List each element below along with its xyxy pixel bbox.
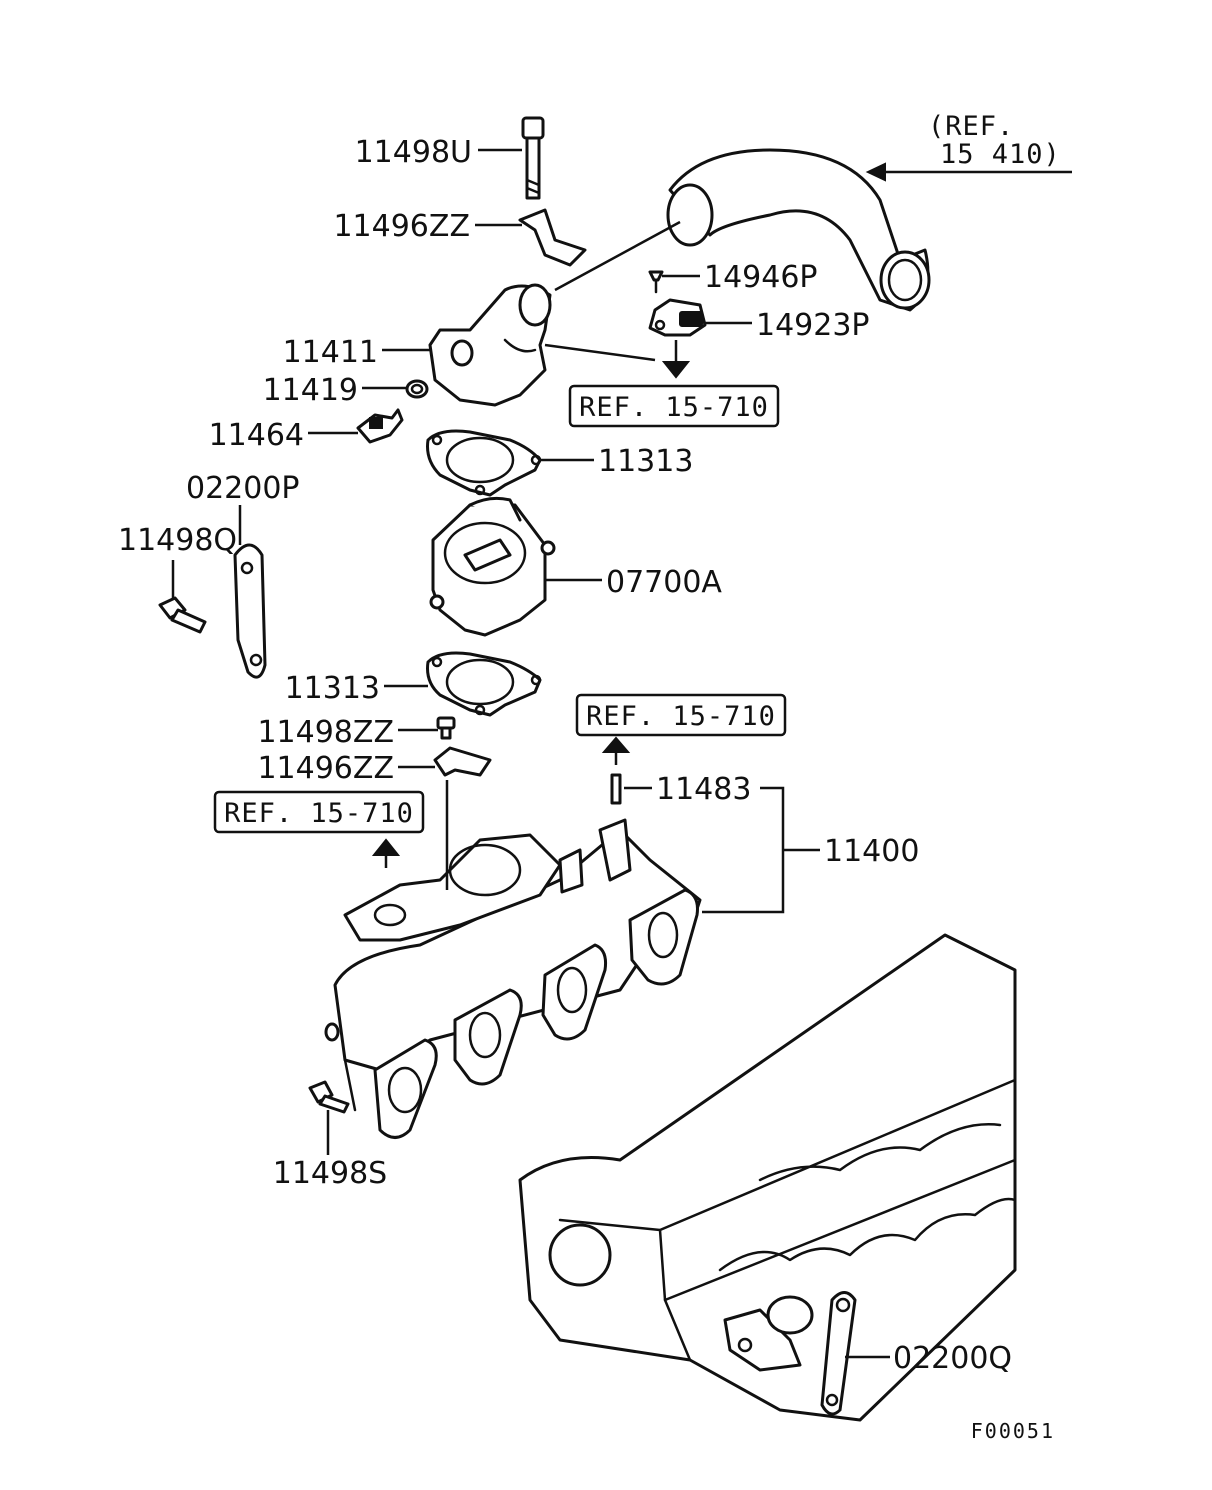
ref-box-right: REF. 15-710 xyxy=(575,693,787,737)
arrow-up-right xyxy=(601,736,631,765)
throttle-body-07700A xyxy=(429,496,556,637)
ref-box-top-text: REF. 15-710 xyxy=(579,392,769,423)
bracket-02200P xyxy=(233,543,267,679)
label-11496ZZ-bottom: 11496ZZ xyxy=(257,751,394,786)
bolt-11498S xyxy=(308,1080,350,1114)
label-07700A: 07700A xyxy=(606,565,722,600)
arrow-up-left xyxy=(371,838,401,868)
o-ring-11419 xyxy=(405,379,429,399)
ref-box-left-text: REF. 15-710 xyxy=(224,798,414,829)
bracket-11496ZZ-bottom xyxy=(433,746,492,777)
bolt-11498U xyxy=(521,116,545,200)
label-11498U: 11498U xyxy=(355,135,472,170)
gasket-11313-top xyxy=(426,429,542,497)
hose-ref-line1: (REF. xyxy=(928,111,1014,142)
label-11483: 11483 xyxy=(656,772,751,807)
label-02200Q: 02200Q xyxy=(893,1341,1012,1376)
gasket-11313-bottom xyxy=(426,651,542,717)
elbow-housing-illustration xyxy=(428,283,656,407)
arrow-down-sensor xyxy=(661,340,691,379)
stud-11483 xyxy=(610,773,622,805)
label-11419: 11419 xyxy=(263,373,358,408)
cylinder-head-illustration xyxy=(518,933,1017,1422)
figure-code: F00051 xyxy=(971,1419,1055,1443)
ref-box-right-text: REF. 15-710 xyxy=(586,701,776,732)
label-11498Q: 11498Q xyxy=(118,523,237,558)
label-11498ZZ: 11498ZZ xyxy=(257,715,394,750)
label-11498S: 11498S xyxy=(273,1156,387,1191)
label-11313-bottom: 11313 xyxy=(285,671,380,706)
label-14923P: 14923P xyxy=(756,308,870,343)
hose-ref-line2: 15 410) xyxy=(940,139,1061,170)
leader-lines xyxy=(171,148,1072,1359)
label-11411: 11411 xyxy=(283,335,378,370)
bracket-11496ZZ-top xyxy=(518,208,587,267)
label-11313-top: 11313 xyxy=(598,444,693,479)
manifold-illustration xyxy=(324,818,702,1139)
label-11496ZZ-top: 11496ZZ xyxy=(333,209,470,244)
intake-hose-illustration xyxy=(554,148,931,312)
bolt-11498ZZ xyxy=(436,716,456,740)
label-02200P: 02200P xyxy=(186,471,300,506)
ref-box-top: REF. 15-710 xyxy=(568,384,780,428)
temp-sensor-11464 xyxy=(356,408,404,444)
label-14946P: 14946P xyxy=(704,260,818,295)
screw-14946P xyxy=(648,270,664,294)
bolt-11498Q xyxy=(158,596,207,634)
label-11400: 11400 xyxy=(824,834,919,869)
sensor-14923P xyxy=(648,298,707,337)
label-11464: 11464 xyxy=(209,418,304,453)
ref-box-left: REF. 15-710 xyxy=(213,790,425,834)
